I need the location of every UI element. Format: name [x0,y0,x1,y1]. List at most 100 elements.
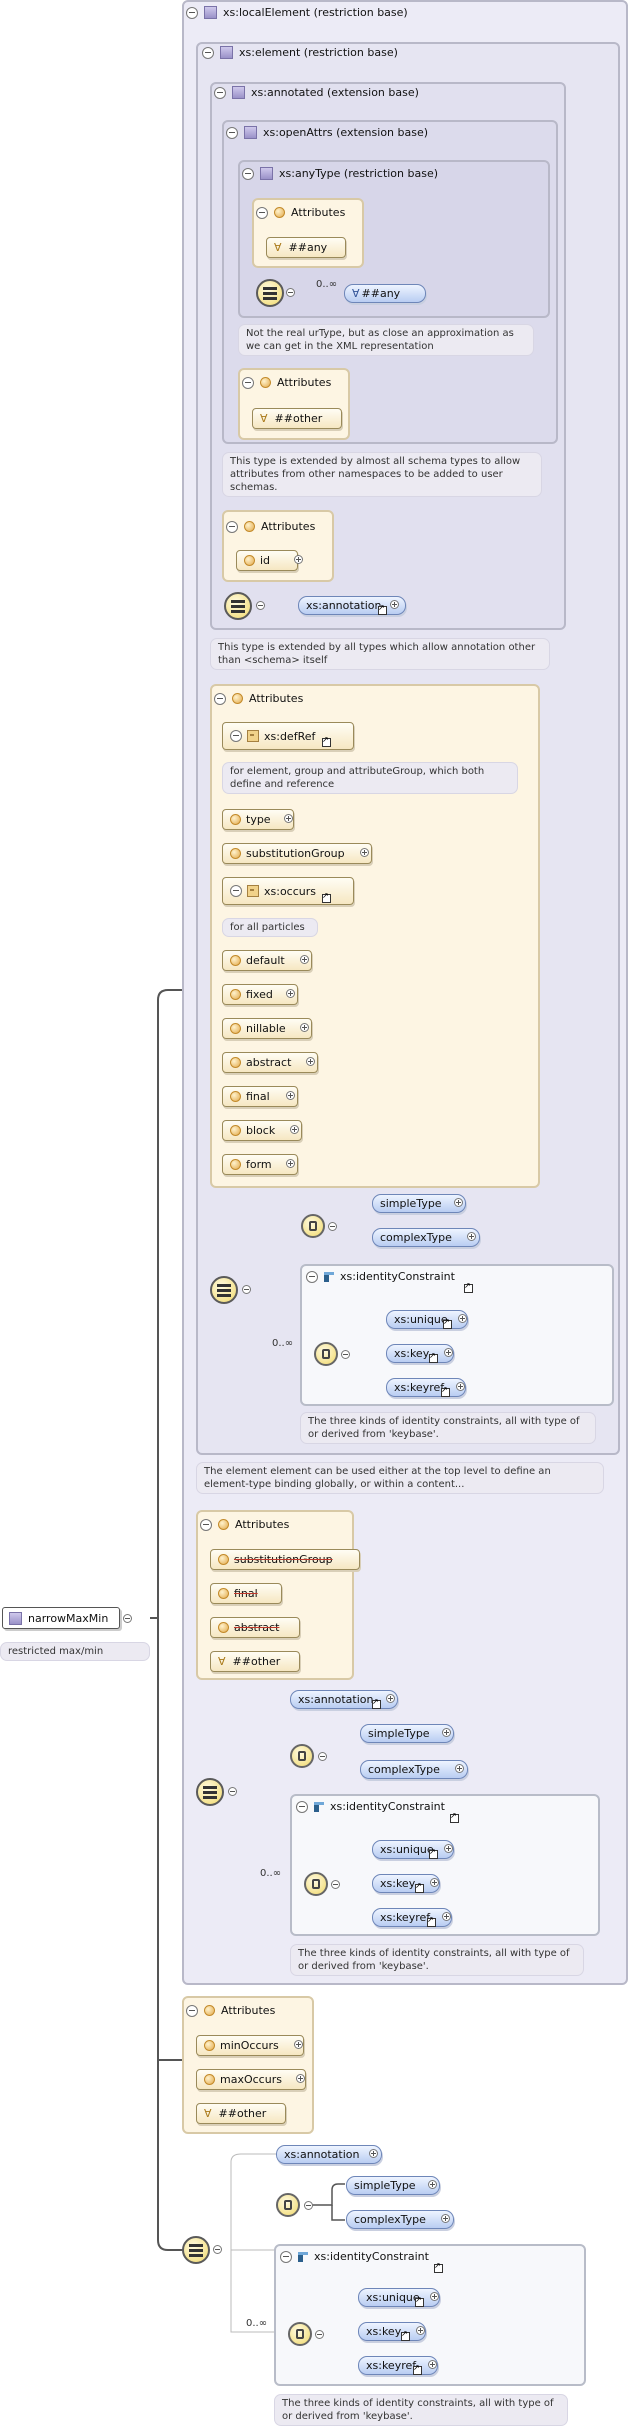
element-keyref[interactable]: xs:keyref [386,1378,466,1397]
collapse-toggle[interactable] [186,2004,198,2017]
link-icon[interactable] [322,891,331,903]
any-attribute-wildcard[interactable]: ##any [266,237,346,258]
expand-toggle[interactable] [390,600,399,609]
expand-toggle[interactable] [430,2292,439,2301]
collapse-toggle[interactable] [226,126,238,139]
expand-toggle[interactable] [442,1728,451,1737]
choice-collapse-toggle[interactable] [341,1350,350,1359]
collapse-toggle[interactable] [280,2250,292,2263]
choice-collapse-toggle[interactable] [315,2330,324,2339]
local-annotation[interactable]: xs:annotation [290,1690,398,1709]
link-icon[interactable] [415,1881,424,1893]
sequence-collapse-toggle[interactable] [213,2245,222,2254]
expand-toggle[interactable] [306,1057,315,1066]
collapse-toggle[interactable] [186,6,198,19]
choice-collapse-toggle[interactable] [318,1752,327,1761]
element-unique[interactable]: xs:unique [386,1310,468,1329]
expand-toggle[interactable] [294,2040,303,2049]
link-icon[interactable] [450,1811,459,1823]
expand-toggle[interactable] [300,1023,309,1032]
local-simple-type[interactable]: simpleType [360,1724,454,1743]
attribute-default[interactable]: default [222,950,312,971]
attribute-substitution-group[interactable]: substitutionGroup [210,1549,360,1570]
attribute-min-occurs[interactable]: minOccurs [196,2035,304,2056]
attribute-form[interactable]: form [222,1154,298,1175]
other-attribute-wildcard[interactable]: ##other [210,1651,300,1672]
choice-icon[interactable] [314,1342,338,1366]
expand-toggle[interactable] [456,1382,465,1391]
choice-icon[interactable] [290,1744,314,1768]
local-keyref[interactable]: xs:keyref [372,1908,452,1927]
choice-icon[interactable] [301,1214,325,1238]
other-attribute-wildcard[interactable]: ##other [196,2103,286,2124]
attribute-id[interactable]: id [236,550,298,571]
sequence-icon[interactable] [210,1276,238,1304]
expand-toggle[interactable] [416,2326,425,2335]
expand-toggle[interactable] [369,2149,378,2158]
attribute-abstract[interactable]: abstract [210,1617,300,1638]
choice-icon[interactable] [288,2322,312,2346]
collapse-toggle[interactable] [202,46,214,59]
link-icon[interactable] [401,2329,410,2341]
collapse-toggle[interactable] [214,692,226,705]
sequence-collapse-toggle[interactable] [256,601,265,610]
attribute-fixed[interactable]: fixed [222,984,298,1005]
attribute-abstract[interactable]: abstract [222,1052,318,1073]
link-icon[interactable] [378,603,387,615]
choice-icon[interactable] [304,1872,328,1896]
expand-toggle[interactable] [430,1878,439,1887]
expand-toggle[interactable] [444,1844,453,1853]
collapse-toggle[interactable] [226,520,238,533]
root-annotation[interactable]: xs:annotation [276,2145,382,2164]
link-icon[interactable] [464,1281,473,1293]
expand-toggle[interactable] [467,1232,476,1241]
collapse-toggle[interactable] [230,730,242,742]
expand-toggle[interactable] [454,1198,463,1207]
attribute-group-occurs[interactable]: xs:occurs [222,877,354,905]
attribute-max-occurs[interactable]: maxOccurs [196,2069,306,2090]
expand-toggle[interactable] [428,2360,437,2369]
attribute-substitution-group[interactable]: substitutionGroup [222,843,372,864]
link-icon[interactable] [415,2295,424,2307]
root-keyref[interactable]: xs:keyref [358,2356,438,2375]
collapse-toggle[interactable] [256,206,268,219]
attribute-final[interactable]: final [222,1086,298,1107]
root-simple-type[interactable]: simpleType [346,2176,440,2195]
root-element[interactable]: narrowMaxMin [2,1607,120,1629]
expand-toggle[interactable] [296,2074,305,2083]
link-icon[interactable] [443,1317,452,1329]
attribute-block[interactable]: block [222,1120,302,1141]
collapse-toggle[interactable] [306,1270,318,1283]
collapse-toggle[interactable] [242,376,254,389]
expand-toggle[interactable] [444,1348,453,1357]
sequence-collapse-toggle[interactable] [242,1285,251,1294]
expand-toggle[interactable] [290,1125,299,1134]
collapse-toggle[interactable] [214,86,226,99]
link-icon[interactable] [322,735,331,747]
sequence-icon[interactable] [256,279,284,307]
expand-toggle[interactable] [455,1764,464,1773]
expand-toggle[interactable] [442,1912,451,1921]
link-icon[interactable] [434,2261,443,2273]
expand-toggle[interactable] [458,1314,467,1323]
expand-toggle[interactable] [386,1694,395,1703]
local-complex-type[interactable]: complexType [360,1760,468,1779]
link-icon[interactable] [441,1385,450,1397]
collapse-toggle[interactable] [242,167,254,180]
sequence-icon[interactable] [224,592,252,620]
sequence-icon[interactable] [182,2236,210,2264]
sequence-icon[interactable] [196,1778,224,1806]
element-simple-type[interactable]: simpleType [372,1194,466,1213]
root-collapse-toggle[interactable] [123,1614,132,1623]
expand-toggle[interactable] [284,814,293,823]
sequence-collapse-toggle[interactable] [286,288,295,297]
choice-collapse-toggle[interactable] [328,1222,337,1231]
sequence-collapse-toggle[interactable] [228,1787,237,1796]
expand-toggle[interactable] [428,2180,437,2189]
element-key[interactable]: xs:key [386,1344,454,1363]
expand-toggle[interactable] [300,955,309,964]
expand-toggle[interactable] [360,848,369,857]
attribute-type[interactable]: type [222,809,294,830]
link-icon[interactable] [372,1697,381,1709]
root-complex-type[interactable]: complexType [346,2210,454,2229]
